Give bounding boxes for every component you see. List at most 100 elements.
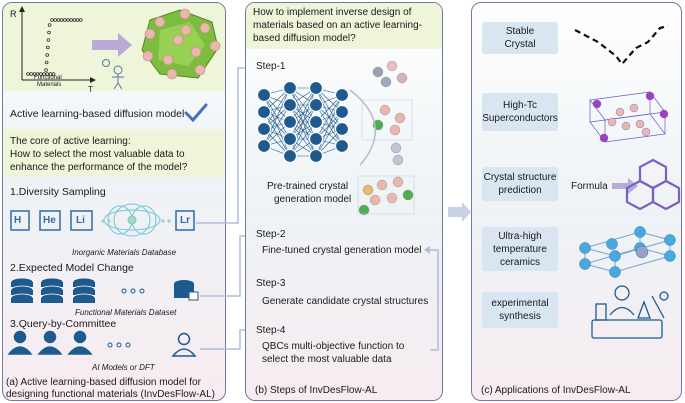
plot-point — [50, 18, 54, 22]
committee-member-head — [13, 330, 27, 344]
pretrained-line2: generation model — [274, 194, 352, 205]
diffusion-atom — [380, 76, 392, 88]
diffusion-atom — [372, 66, 384, 78]
plot-point — [51, 72, 56, 76]
plot-x-label-2: Materials — [37, 82, 62, 88]
superconductor-atom — [592, 99, 602, 109]
plot-point — [45, 45, 50, 50]
app-experimental-synthesis-line2: synthesis — [499, 311, 541, 322]
superconductor-atom — [615, 107, 625, 117]
transition-arrow — [92, 33, 132, 57]
neural-network-icon — [256, 80, 350, 164]
diffusion-atom — [376, 179, 388, 191]
diffusion-crystals — [357, 60, 415, 216]
diffusion-arrow — [349, 89, 376, 166]
diffusion-atom — [396, 72, 408, 84]
committee-label: AI Models or DFT — [92, 363, 155, 372]
ceramic-atom — [579, 242, 591, 254]
panel-a-caption-line2: designing functional materials (InvDesFl… — [6, 389, 215, 400]
crystal-atom — [209, 40, 221, 52]
diffusion-atom — [369, 194, 381, 206]
nn-node — [282, 131, 298, 147]
nn-node — [334, 138, 350, 154]
superconductor-atom — [645, 91, 655, 101]
ceramic-lattice-icon — [583, 231, 672, 273]
panel-a-caption-line1: (a) Active learning-based diffusion mode… — [6, 377, 201, 388]
database-band — [11, 282, 33, 287]
database-band — [73, 298, 95, 303]
checkmark-icon — [184, 103, 208, 123]
database-band — [11, 298, 33, 303]
nn-edge — [289, 87, 317, 123]
committee-member-body — [37, 346, 63, 355]
crystal-atom — [190, 46, 202, 58]
committee-member-body — [171, 348, 197, 357]
app-high-tc: High-Tc Superconductors — [482, 93, 558, 131]
plot-point — [44, 68, 48, 72]
plot-point — [59, 18, 64, 22]
method-diversity-sampling: 1.Diversity Sampling — [10, 186, 106, 198]
plot-point — [69, 18, 73, 22]
rt-plot — [19, 6, 96, 83]
element-he: He — [43, 215, 56, 226]
diffusion-atom — [386, 60, 398, 72]
superconductor-atom — [629, 103, 639, 113]
dataset-label: Functional Materials Dataset — [75, 308, 177, 317]
diffusion-atom — [362, 184, 374, 196]
nn-node — [282, 148, 298, 164]
nn-edge — [263, 104, 291, 147]
formula-label: Formula — [571, 181, 608, 192]
core-question-line1: The core of active learning: — [10, 136, 131, 147]
superconductor-lattice-icon — [589, 91, 666, 143]
nn-edge — [315, 111, 343, 157]
nn-node — [256, 121, 272, 137]
plot-point — [47, 30, 51, 35]
diffusion-cell — [361, 99, 413, 141]
core-question-line3: enhance the performance of the model? — [10, 162, 188, 173]
superconductor-atom — [607, 117, 617, 127]
element-lr: Lr — [180, 215, 190, 226]
crystal-atom — [144, 28, 156, 40]
superconductor-atom — [635, 119, 645, 129]
step2-label: Step-2 — [256, 229, 286, 240]
step3-label: Step-3 — [256, 278, 286, 289]
app-structure-prediction-line2: prediction — [498, 185, 542, 196]
database-icons — [10, 277, 199, 303]
panel-b-question-box — [246, 3, 442, 49]
app-high-tc-line2: Superconductors — [482, 113, 558, 124]
app-experimental-synthesis-line1: experimental — [491, 298, 549, 309]
app-stable-crystal-line2: Crystal — [504, 39, 536, 50]
superconductor-atom — [621, 121, 631, 131]
panel-b-question-line1: How to implement inverse design of — [253, 7, 412, 18]
diffusion-atom — [392, 154, 404, 166]
app-experimental-synthesis: experimental synthesis — [482, 292, 558, 328]
lab-scientist-icon — [591, 285, 669, 339]
nn-node — [282, 97, 298, 113]
panel-c-caption: (c) Applications of InvDesFlow-AL — [481, 385, 631, 396]
ceramic-atom — [664, 250, 676, 262]
feedback-arrow — [430, 249, 439, 351]
committee-member-head — [73, 330, 87, 344]
nn-node — [308, 114, 324, 130]
nn-node — [308, 131, 324, 147]
diffusion-atom — [392, 176, 404, 188]
pretrained-line1: Pre-trained crystal — [267, 181, 349, 192]
plot-point — [45, 72, 49, 76]
nn-node — [308, 80, 324, 96]
diffusion-atom — [390, 142, 402, 154]
nn-edge — [289, 87, 317, 140]
database-band — [73, 282, 95, 287]
committee-member-body — [67, 346, 93, 355]
method-expected-model-change: 2.Expected Model Change — [10, 262, 134, 274]
nn-node — [308, 148, 324, 164]
plot-point — [35, 72, 40, 76]
database-band — [41, 290, 63, 295]
app-stable-crystal: Stable Crystal — [482, 22, 558, 54]
nn-node — [282, 114, 298, 130]
ceramic-atom — [606, 238, 618, 250]
active-learning-title: Active learning-based diffusion model — [10, 108, 185, 120]
plot-point — [44, 60, 49, 65]
plot-x-end-label: T — [88, 85, 93, 94]
